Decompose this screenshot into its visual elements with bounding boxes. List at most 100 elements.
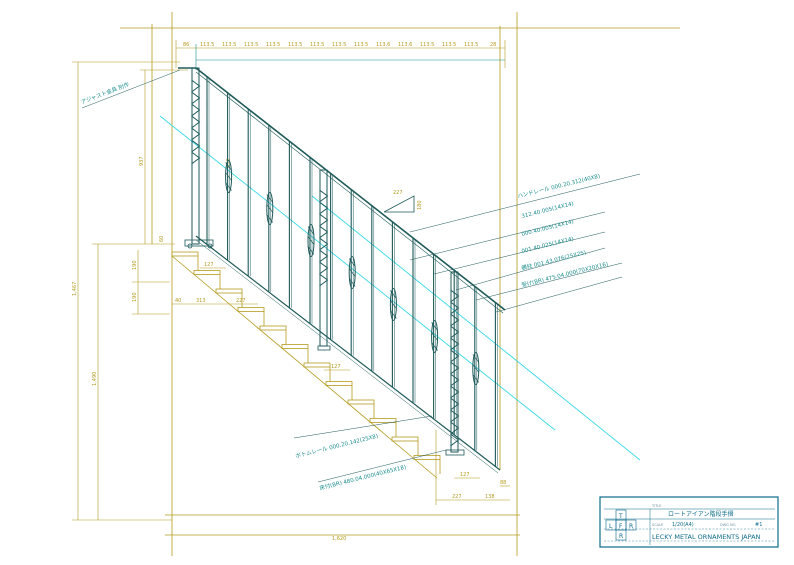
baluster-5	[288, 141, 292, 308]
annotation-adjuster: アジャスト金具 別作	[80, 80, 131, 106]
baluster-1	[206, 76, 210, 245]
tb-scale: 1/20(A4)	[672, 522, 694, 528]
top-dim-9: 113.6	[376, 42, 390, 48]
dim-overall-width: 1,620	[332, 536, 346, 542]
baluster-twist-hatch-2	[225, 162, 232, 191]
top-dim-3: 113.5	[244, 42, 258, 48]
tb-company: LECKY METAL ORNAMENTS JAPAN	[652, 533, 761, 541]
baluster-twist-14	[472, 351, 480, 385]
top-dim-6: 113.5	[310, 42, 324, 48]
slope-marker: 227 180	[383, 190, 423, 213]
stair-tread-4	[237, 307, 265, 312]
baluster-2	[225, 92, 233, 261]
annotation-bottom-bar: 床付(BR) 480.04.000(40X65X18)	[319, 463, 407, 492]
baluster-twist-12	[431, 319, 439, 353]
stair-tread-11	[391, 436, 419, 442]
top-dim-4: 113.5	[266, 42, 280, 48]
bottom-dimension-lines	[172, 267, 510, 505]
tb-drawing-no: #1	[755, 522, 762, 528]
dim-run: 227	[452, 494, 462, 500]
slope-guides	[159, 115, 641, 461]
top-dim-5: 113.5	[288, 42, 302, 48]
tb-title-label: TITLE	[651, 504, 661, 508]
annotation-handrail: ハンドレール 000.20.312(40X8)	[517, 174, 601, 200]
baluster-7	[330, 173, 333, 340]
dim-end-small: 88	[500, 480, 506, 486]
annotation-baluster-1: 312.40.005(14X14)	[521, 201, 574, 220]
bottom-rail	[195, 235, 501, 471]
top-dim-10: 113.6	[398, 42, 412, 48]
baluster-3	[247, 108, 251, 277]
tb-letter-box-r2	[615, 529, 627, 541]
dim-tread-b: 227	[236, 298, 246, 304]
dim-riser-lower: 190	[132, 292, 138, 302]
mid-newel-post	[319, 169, 328, 347]
baluster-twist-hatch-12	[431, 322, 438, 351]
annotation-baluster-2: 000.40.005(14X14)	[521, 219, 574, 238]
top-dim-14: 28	[490, 42, 496, 48]
dim-lower-height: 1,490	[92, 372, 98, 386]
top-dim-12: 113.5	[442, 42, 456, 48]
baluster-twist-hatch-8	[348, 258, 356, 287]
newel-twists	[191, 79, 460, 447]
baluster-11	[412, 237, 416, 404]
tb-drawing-no-label: DWG NO.	[720, 523, 736, 527]
baluster-twist-hatch-10	[390, 290, 397, 319]
handrail	[195, 67, 506, 311]
stair-tread-3	[215, 288, 243, 294]
dim-end: 138	[485, 494, 495, 500]
dim-overall-height: 1,467	[72, 282, 78, 296]
left-dimensions	[72, 61, 188, 521]
baluster-14	[472, 286, 480, 451]
tb-letter-r2: R	[619, 533, 623, 540]
top-dimension-chain: 86 113.5 113.5 113.5 113.5 113.5 113.5 1…	[175, 40, 506, 70]
tb-scale-label: SCALE	[652, 523, 663, 527]
dim-post-height: 850	[226, 158, 232, 168]
baluster-9	[371, 205, 375, 372]
annotation-baluster-3: 001.40.025(14X14)	[521, 236, 574, 255]
newel-posts	[191, 67, 459, 453]
tb-letter-t: T	[618, 513, 623, 520]
newel-twist-3	[450, 289, 460, 447]
top-dim-13: 113.5	[464, 42, 478, 48]
newel-twist-1	[191, 79, 201, 165]
stair-tread-12	[413, 455, 441, 460]
handrail-underside	[195, 71, 504, 314]
dim-post-pitch-3: 127	[460, 472, 470, 478]
baluster-15	[494, 302, 498, 467]
slope-run: 227	[393, 190, 403, 196]
baluster-twist-hatch-4	[266, 194, 274, 223]
top-dim-11: 113.5	[420, 42, 434, 48]
top-dim-0: 86	[183, 42, 189, 48]
baluster-8	[348, 189, 356, 356]
baluster-10	[389, 221, 397, 388]
tb-title: ロートアイアン階段手摺	[668, 510, 733, 518]
tb-letter-r: R	[629, 523, 633, 530]
top-dim-1: 113.5	[200, 42, 214, 48]
dim-rail-height: 937	[139, 156, 145, 166]
baluster-twist-6	[307, 224, 315, 258]
leader-lines	[81, 69, 641, 483]
baluster-6	[307, 157, 315, 324]
baluster-12	[431, 254, 439, 419]
dim-tread-a: 313	[196, 298, 206, 304]
newel-twist-2	[319, 189, 329, 287]
stair-tread-7	[303, 362, 331, 368]
stair-tread-5	[259, 325, 287, 331]
floor-brackets	[184, 239, 465, 456]
tb-letter-box-r	[625, 519, 637, 531]
dim-base: 60	[159, 236, 165, 242]
frame-lines	[120, 12, 680, 556]
stair-stringer	[171, 255, 438, 479]
top-dim-8: 113.5	[354, 42, 368, 48]
baluster-twist-hatch-6	[307, 226, 315, 255]
title-block: T L F R R TITLE ロートアイアン階段手摺 SCALE 1/20(A…	[599, 496, 779, 548]
baluster-twist-8	[348, 256, 356, 290]
stair-tread-8	[325, 381, 353, 386]
stair-tread-1	[171, 251, 199, 257]
dim-riser-upper: 190	[132, 260, 138, 270]
stair-tread-10	[369, 418, 397, 423]
bottom-rail-underside	[195, 239, 499, 474]
